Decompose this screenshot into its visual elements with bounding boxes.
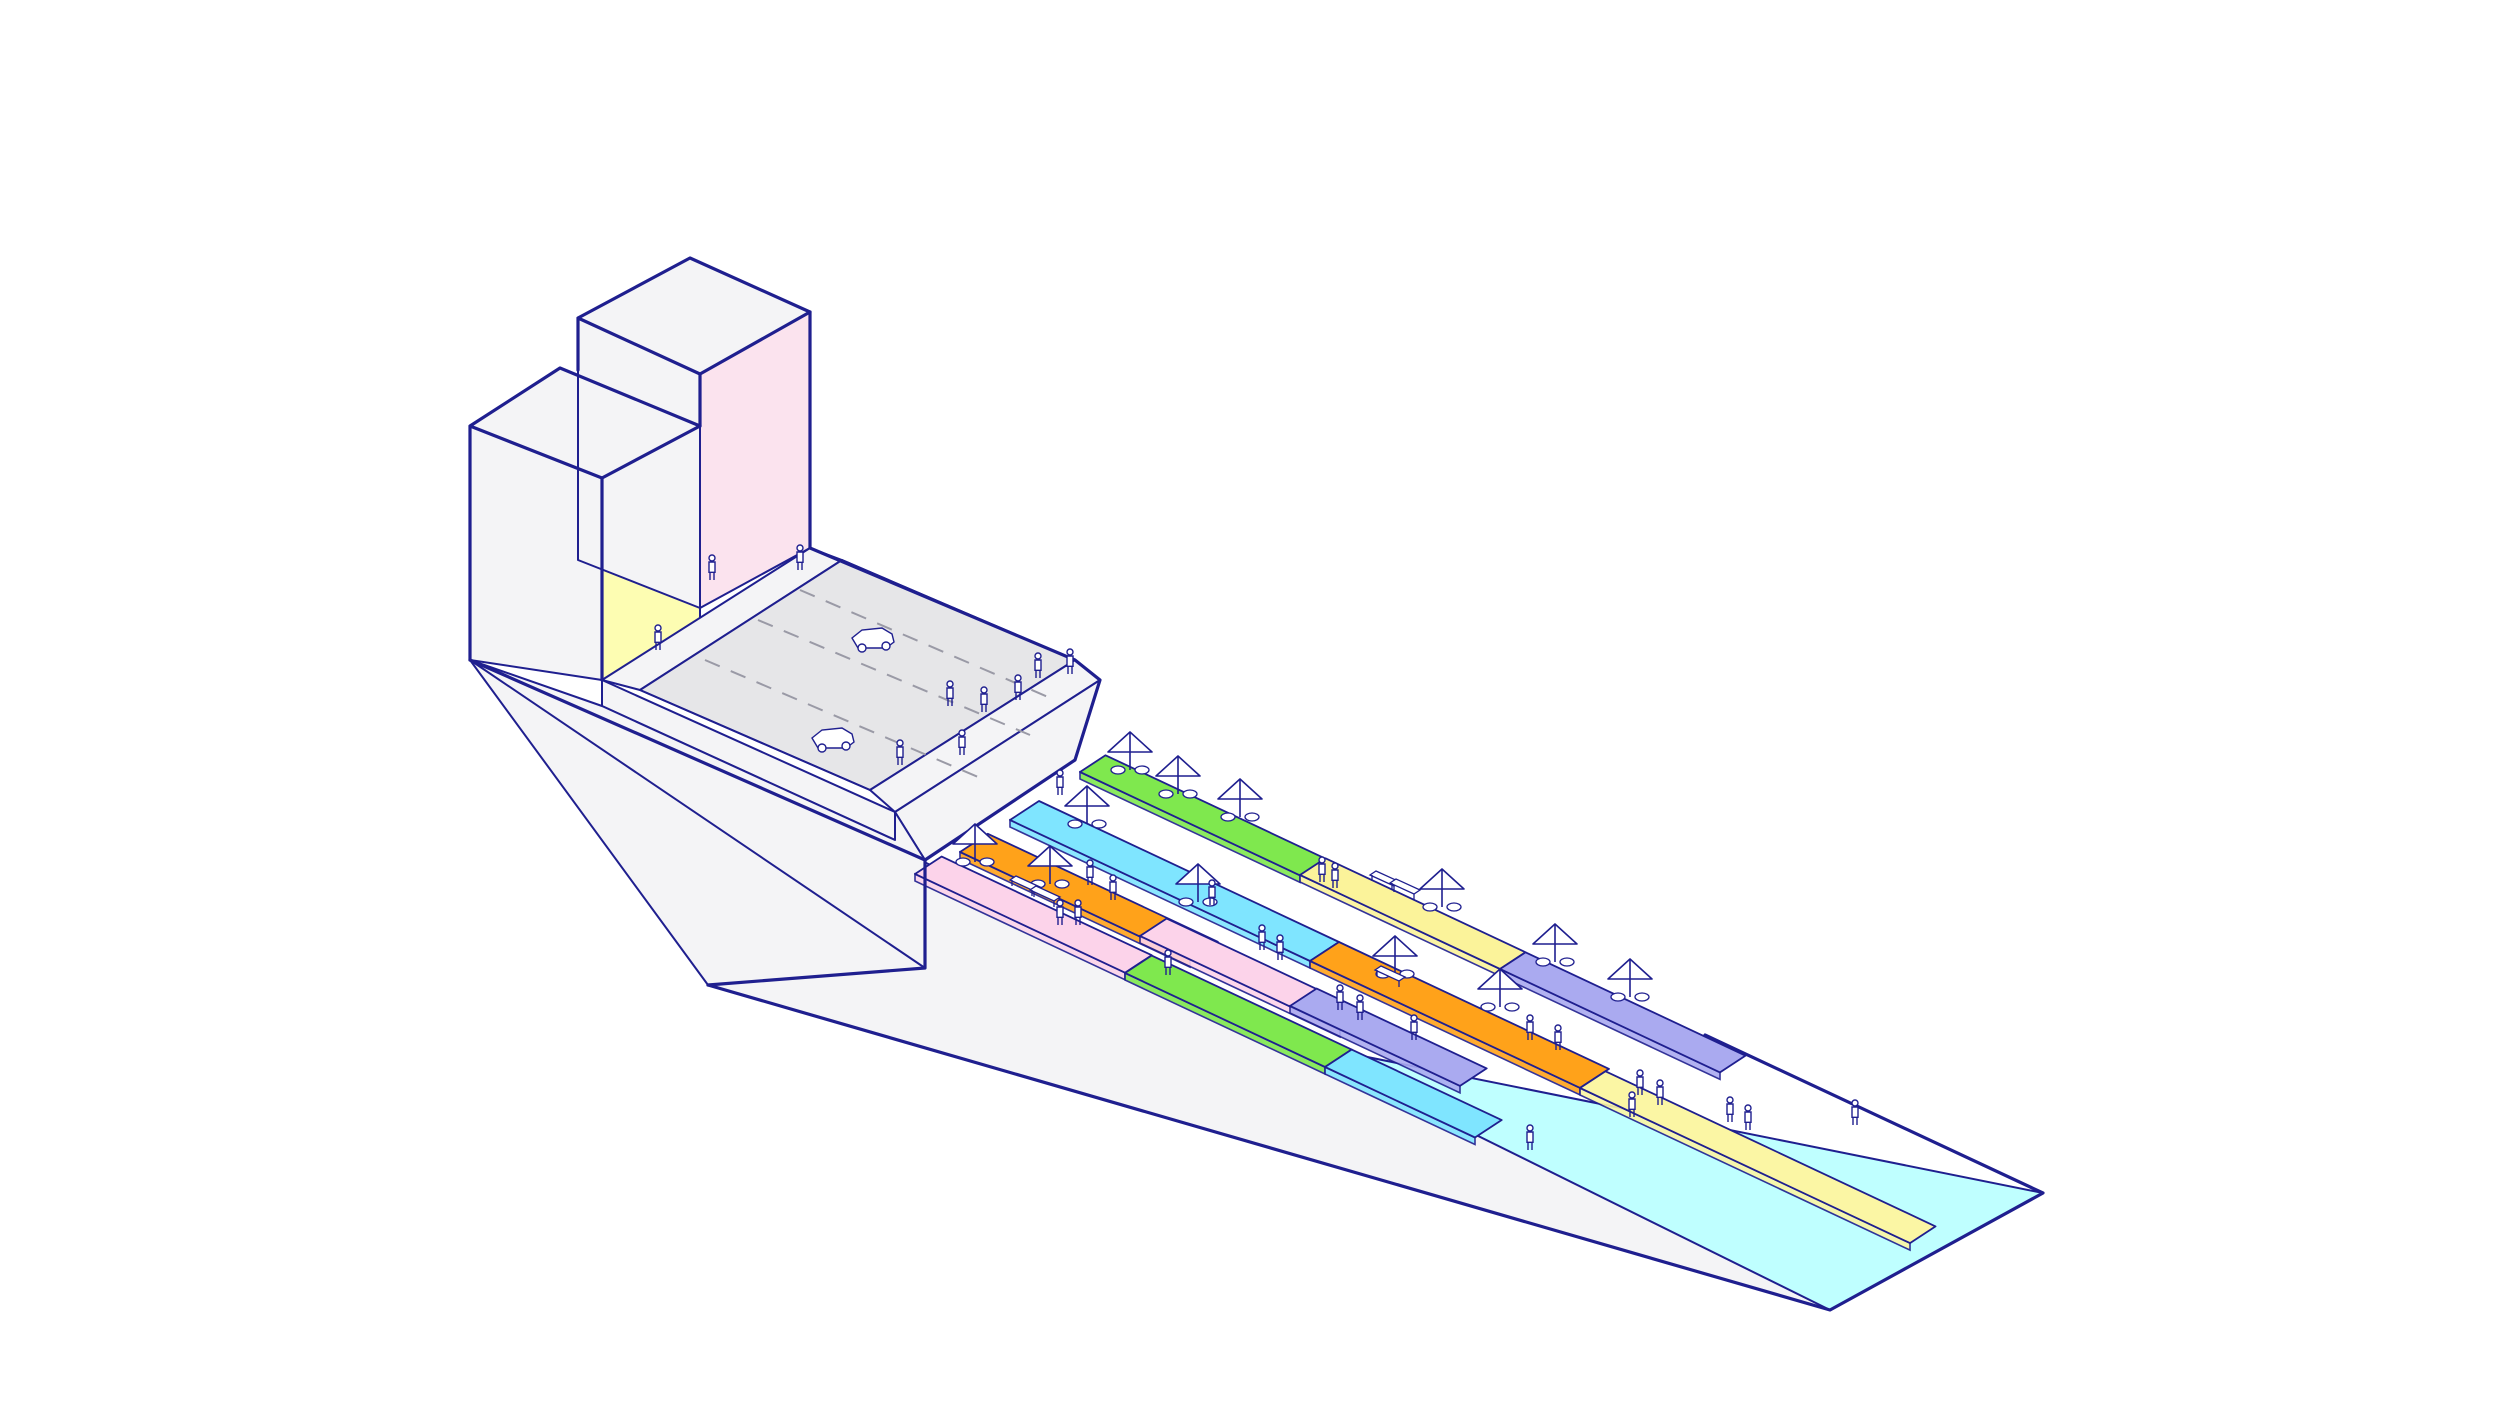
people-icon	[1356, 994, 1364, 1020]
platforms-group	[914, 754, 1937, 1252]
platform-lavender-middle-top	[1289, 987, 1488, 1087]
platform-green-front	[1124, 954, 1353, 1076]
parasol-icon	[1217, 778, 1263, 822]
people-icon	[1656, 1079, 1664, 1105]
platform-light-yellow-river-top	[1579, 1070, 1937, 1244]
people-icon	[958, 729, 966, 755]
people-icon	[1526, 1014, 1534, 1040]
outline-group	[468, 256, 2045, 1312]
figures-group	[654, 544, 1859, 1150]
parasol-icon	[1027, 845, 1073, 889]
people-icon	[708, 554, 716, 580]
car-icon	[811, 727, 855, 753]
people-icon	[1014, 674, 1022, 700]
building-left-outline	[468, 366, 702, 662]
people-icon	[980, 686, 988, 712]
site-front-outline	[468, 658, 927, 987]
platform-blue-front	[1324, 1048, 1503, 1146]
bench-icon	[1388, 878, 1422, 900]
river-outline	[706, 983, 2045, 1312]
parasol-icon	[952, 823, 998, 867]
people-icon	[1258, 924, 1266, 950]
people-icon	[946, 680, 954, 706]
street-inner-edge-2	[841, 559, 1076, 661]
people-icon	[1336, 984, 1344, 1010]
people-icon	[654, 624, 662, 650]
people-icon	[1331, 862, 1339, 888]
lane-marking-line	[704, 659, 986, 781]
building-tall-block	[577, 257, 811, 609]
people-icon	[1628, 1091, 1636, 1117]
people-icon	[796, 544, 804, 570]
people-icon	[1636, 1069, 1644, 1095]
parasol-icon	[1064, 785, 1110, 829]
lane-marking-line	[757, 619, 1031, 736]
people-icon	[1554, 1024, 1562, 1050]
parasol-icon	[1532, 923, 1578, 967]
people-icon	[1056, 769, 1064, 795]
people-icon	[1526, 1124, 1534, 1150]
platform-lavender-back	[1499, 951, 1747, 1081]
lane-markings	[704, 589, 1056, 781]
building-tall-outline	[576, 256, 812, 376]
platform-lavender-middle	[1289, 987, 1488, 1095]
parasol-icon	[1155, 755, 1201, 799]
street-with-cars	[601, 547, 1101, 841]
people-icon	[1744, 1104, 1752, 1130]
people-icon	[1318, 856, 1326, 882]
people-icon	[1056, 899, 1064, 925]
people-icon	[1074, 899, 1082, 925]
bench-icon	[1008, 875, 1042, 897]
parasol-icon	[1607, 958, 1653, 1002]
bench-icon	[1028, 885, 1062, 907]
people-icon	[1208, 879, 1216, 905]
people-icon	[896, 739, 904, 765]
street-inner-edge	[639, 689, 871, 791]
people-icon	[1034, 652, 1042, 678]
people-icon	[1086, 859, 1094, 885]
parasol-icon	[1419, 868, 1465, 912]
people-icon	[1164, 949, 1172, 975]
people-icon	[1410, 1014, 1418, 1040]
people-icon	[1066, 648, 1074, 674]
people-icon	[1276, 934, 1284, 960]
parasol-icon	[1107, 731, 1153, 775]
people-icon	[1726, 1096, 1734, 1122]
car-icon	[851, 627, 895, 653]
bench-icon	[1373, 965, 1407, 987]
people-icon	[1109, 874, 1117, 900]
platform-blue-front-top	[1324, 1048, 1503, 1139]
lane-marking-line	[799, 589, 1056, 701]
people-icon	[1851, 1099, 1859, 1125]
parasol-icon	[1477, 968, 1523, 1012]
platform-light-yellow-river	[1579, 1070, 1937, 1252]
